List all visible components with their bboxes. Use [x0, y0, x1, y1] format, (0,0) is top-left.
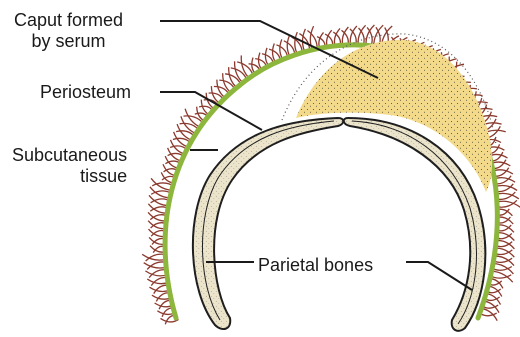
caput-stipple: [296, 40, 492, 192]
periosteum-label: Periosteum: [40, 82, 131, 103]
subcutaneous-label-line1: Subcutaneous: [12, 145, 127, 166]
right-bone-inner: [352, 121, 476, 324]
parietal-right-leader: [406, 262, 472, 290]
caput-label-line2: by serum: [14, 31, 123, 52]
parietal-bones-label: Parietal bones: [258, 255, 373, 276]
caput-label-line1: Caput formed: [14, 10, 123, 31]
subcutaneous-label-line2: tissue: [12, 166, 127, 187]
left-bone-inner: [202, 121, 334, 320]
subcutaneous-label: Subcutaneous tissue: [12, 145, 127, 187]
caput-label: Caput formed by serum: [14, 10, 123, 52]
